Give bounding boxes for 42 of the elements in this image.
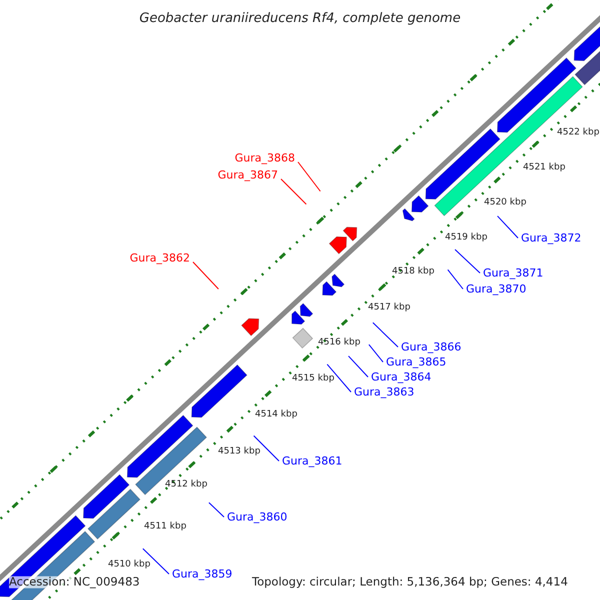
gene-label: Gura_3871 bbox=[482, 268, 544, 278]
tick-label: 4511 kbp bbox=[144, 522, 186, 532]
gene-label: Gura_3868 bbox=[234, 152, 296, 164]
tick-label: 4519 kbp bbox=[445, 234, 488, 242]
tick-label: 4512 kbp bbox=[165, 480, 208, 490]
tick-label: 4522 kbp bbox=[557, 128, 600, 138]
gene-label: Gura_3872 bbox=[520, 232, 582, 244]
title: Geobacter uraniireducens Rf4, complete genome bbox=[138, 10, 462, 28]
tick-label: 4515 kbp bbox=[292, 374, 334, 384]
gene-label: Gura_3867 bbox=[216, 170, 279, 180]
gene-label: Gura_3870 bbox=[465, 284, 528, 294]
leader-line bbox=[454, 249, 480, 274]
footer-text: Topology: circular; Length: 5,136,364 bp; Genes: 4,414 bbox=[252, 576, 568, 588]
tick-label: 4513 kbp bbox=[218, 448, 260, 456]
gene-label: Gura_3864 bbox=[370, 372, 432, 382]
gene-label: Gura_3866 bbox=[400, 342, 462, 352]
leader-line bbox=[326, 364, 352, 392]
tick-label: 4520 kbp bbox=[484, 198, 526, 208]
leader-line bbox=[208, 502, 224, 518]
leader-line bbox=[280, 178, 307, 205]
gene-label: Gura_3865 bbox=[385, 356, 448, 368]
footer-text: Accession: NC_009483 bbox=[9, 576, 140, 588]
tick-label: 4516 kbp bbox=[318, 338, 360, 348]
leader-line bbox=[298, 162, 321, 192]
tick-label: 4517 kbp bbox=[368, 304, 410, 312]
leader-line bbox=[372, 322, 398, 348]
gene-label: Gura_3859 bbox=[171, 568, 234, 580]
leader-line bbox=[447, 269, 464, 290]
gene-label: Gura_3862 bbox=[128, 252, 191, 264]
tick-label: 4510 kbp bbox=[108, 560, 150, 570]
leader-line bbox=[348, 356, 368, 378]
gene-label: Gura_3863 bbox=[353, 386, 416, 398]
leader-line bbox=[192, 262, 219, 290]
gene-label: Gura_3860 bbox=[226, 512, 288, 522]
leader-line bbox=[497, 216, 518, 238]
leader-line bbox=[142, 548, 170, 574]
leader-line bbox=[368, 344, 384, 362]
leader-line bbox=[253, 435, 280, 462]
tick-label: 4514 kbp bbox=[255, 410, 298, 420]
tick-label: 4518 kbp bbox=[392, 268, 434, 276]
tick-label: 4521 kbp bbox=[523, 164, 566, 172]
gene-label: Gura_3861 bbox=[281, 456, 344, 466]
